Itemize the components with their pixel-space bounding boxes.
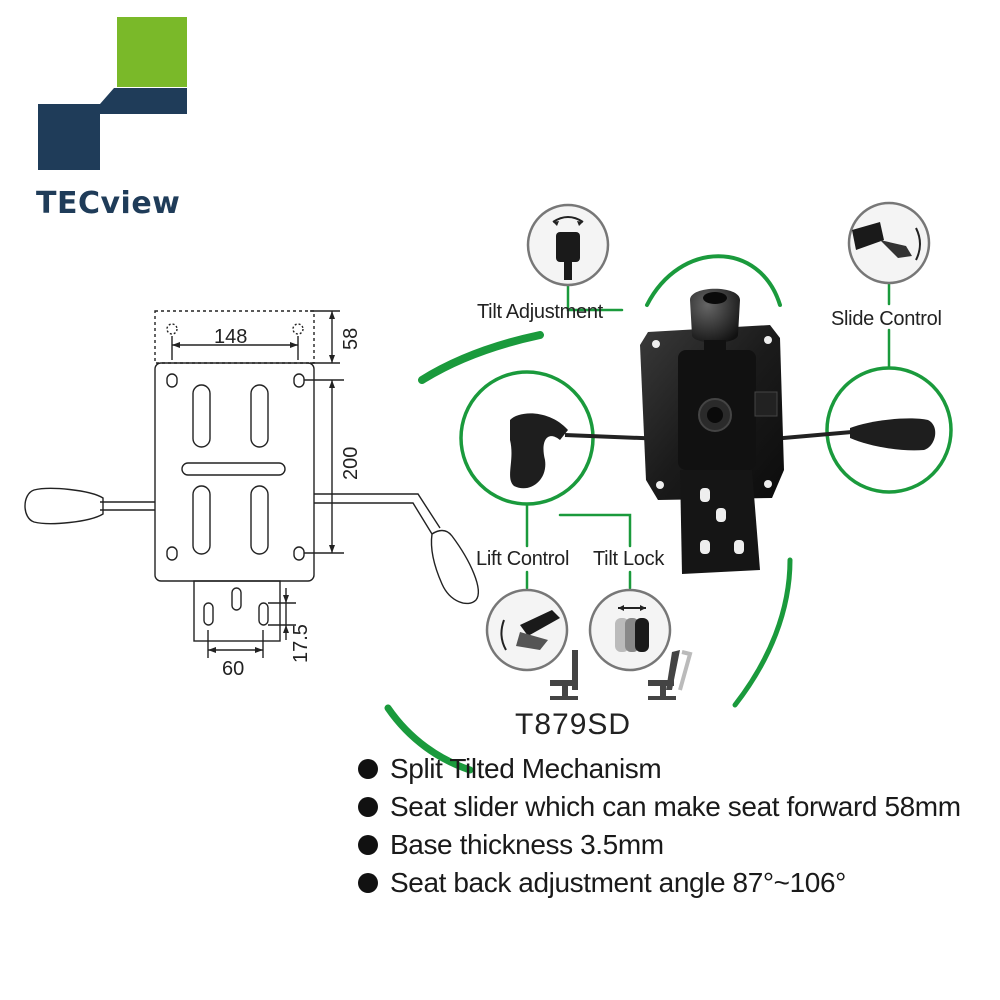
brand-name: TECview — [36, 186, 181, 221]
model-number: T879SD — [515, 708, 632, 741]
tilt-lock-icon — [588, 588, 672, 672]
dim-17-5-label: 17.5 — [290, 624, 312, 663]
feature-item: Split Tilted Mechanism — [358, 750, 961, 788]
bullet-icon — [358, 873, 378, 893]
feature-item: Seat back adjustment angle 87°~106° — [358, 864, 961, 902]
arc-top-left — [418, 331, 544, 384]
lift-control-label: Lift Control — [476, 548, 570, 570]
plate-hole — [166, 546, 178, 561]
arc-top — [645, 254, 782, 307]
feature-text: Base thickness 3.5mm — [390, 829, 664, 860]
plate-hole — [293, 546, 305, 561]
tilt-adjustment-icon — [526, 203, 610, 287]
logo-navy-shape — [38, 88, 187, 170]
dim-148-label: 148 — [214, 326, 248, 348]
feature-item: Base thickness 3.5mm — [358, 826, 961, 864]
tilt-adjustment-connector — [566, 284, 624, 312]
base-slot — [203, 602, 214, 626]
arc-bottom-left — [384, 704, 474, 774]
plate-slot — [192, 384, 211, 448]
feature-item: Seat slider which can make seat forward … — [358, 788, 961, 826]
bullet-icon — [358, 759, 378, 779]
lift-lever-rod — [100, 501, 155, 511]
base-slot — [231, 587, 242, 611]
base-plate — [193, 580, 281, 642]
dim-58-label: 58 — [340, 327, 362, 350]
lift-control-icon — [485, 588, 569, 672]
tilt-adjustment-label: Tilt Adjustment — [477, 301, 603, 323]
slide-control-label: Slide Control — [831, 308, 942, 330]
dim-200-line — [304, 379, 344, 554]
extension-hole-left — [166, 323, 178, 335]
lift-lever-photo — [510, 413, 568, 489]
brand-logo — [38, 17, 187, 170]
slide-lever-rod — [314, 493, 441, 535]
bullet-icon — [358, 797, 378, 817]
tilt-knob — [690, 288, 740, 343]
plate-hole — [293, 373, 305, 388]
base-slot — [258, 602, 269, 626]
extension-hole-right — [292, 323, 304, 335]
arc-right — [732, 557, 793, 708]
plate-center-slot — [181, 462, 286, 476]
bullet-icon — [358, 835, 378, 855]
tilt-lock-connector — [558, 513, 632, 590]
dim-200-label: 200 — [340, 446, 362, 480]
chair-silhouette-tilt — [648, 650, 693, 700]
logo-green-square — [117, 17, 187, 87]
technical-drawing — [24, 310, 479, 658]
mechanism-photo — [510, 288, 936, 574]
feature-list: Split Tilted Mechanism Seat slider which… — [358, 750, 961, 902]
feature-text: Seat back adjustment angle 87°~106° — [390, 867, 846, 898]
tilt-lock-label: Tilt Lock — [593, 548, 665, 570]
slide-control-icon — [847, 201, 931, 285]
chair-silhouette-lift — [550, 650, 578, 700]
plate-slot — [192, 485, 211, 555]
dim-60-label: 60 — [222, 658, 245, 680]
slide-lever-photo — [850, 418, 936, 451]
seat-plate — [154, 362, 315, 582]
feature-text: Seat slider which can make seat forward … — [390, 791, 961, 822]
slide-lever-handle — [430, 529, 479, 605]
dim-148-line — [171, 336, 299, 360]
dim-58-line — [310, 310, 340, 364]
lift-lever-handle — [24, 487, 104, 525]
dim-60-line — [207, 630, 264, 658]
plate-hole — [166, 373, 178, 388]
plate-slot — [250, 485, 269, 555]
plate-slot — [250, 384, 269, 448]
feature-text: Split Tilted Mechanism — [390, 753, 662, 784]
